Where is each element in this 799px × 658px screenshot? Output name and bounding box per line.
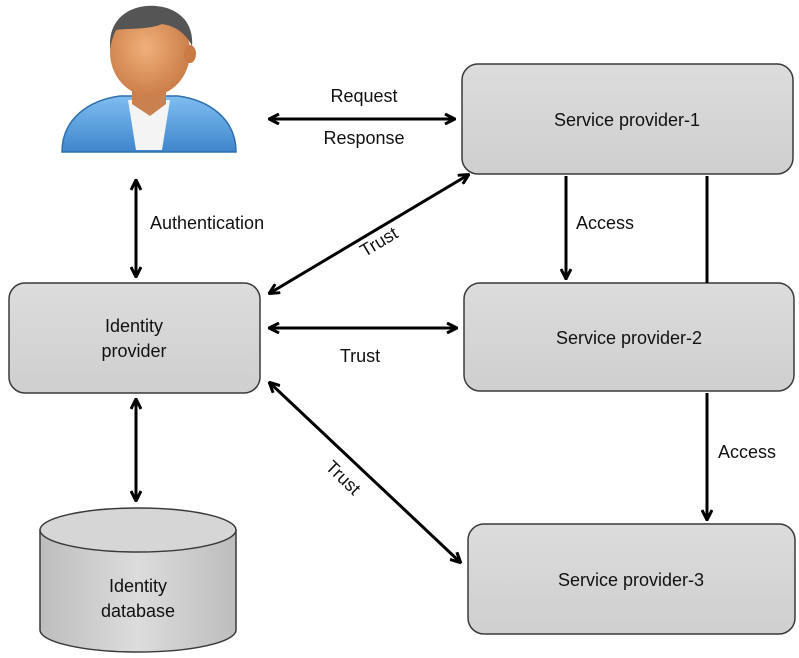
access-sp3-label: Access — [718, 442, 776, 462]
trust-sp1-arrow — [270, 175, 468, 293]
trust-sp2-label: Trust — [340, 346, 380, 366]
db-label-line2: database — [101, 601, 175, 621]
sp2-label: Service provider-2 — [556, 328, 702, 348]
service-provider-3-box: Service provider-3 — [467, 523, 796, 635]
response-label: Response — [323, 128, 404, 148]
sp1-label: Service provider-1 — [554, 110, 700, 130]
authentication-label: Authentication — [150, 213, 264, 233]
trust-sp3-label: Trust — [322, 456, 365, 498]
service-provider-1-box: Service provider-1 — [461, 63, 794, 175]
identity-provider-box: Identity provider — [8, 282, 261, 394]
idp-label-line1: Identity — [105, 316, 163, 336]
idp-label-line2: provider — [101, 341, 166, 361]
access-sp2-label: Access — [576, 213, 634, 233]
sp3-label: Service provider-3 — [558, 570, 704, 590]
db-label-line1: Identity — [109, 576, 167, 596]
trust-sp3-arrow — [270, 383, 460, 562]
identity-database-cylinder: Identity database — [39, 507, 237, 653]
service-provider-2-box: Service provider-2 — [463, 282, 795, 392]
request-label: Request — [330, 86, 397, 106]
user-avatar-icon — [61, 5, 237, 153]
